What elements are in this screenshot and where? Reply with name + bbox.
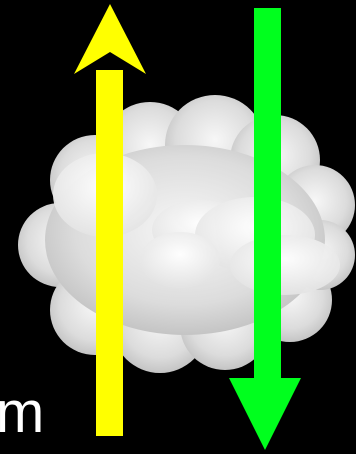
upward-arrow-shaft [96,70,123,436]
edge-label: m [0,384,44,442]
downward-arrow-shaft [254,8,281,384]
